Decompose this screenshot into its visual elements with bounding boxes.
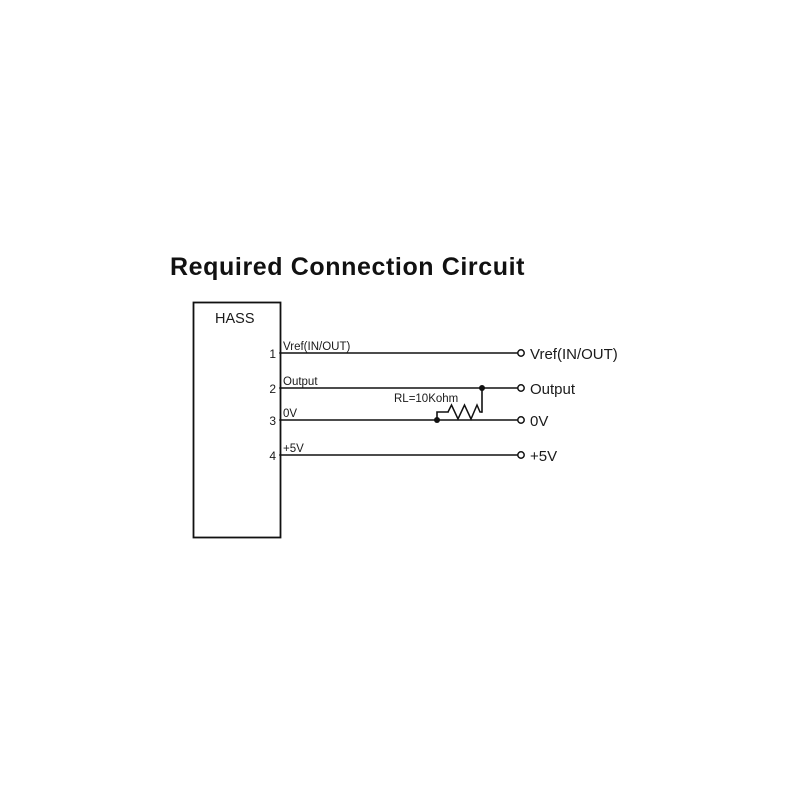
resistor-symbol	[447, 403, 482, 421]
terminal-node-0v	[517, 416, 525, 424]
terminal-label-0v: 0V	[530, 413, 548, 430]
pin-label-4: +5V	[283, 443, 304, 455]
resistor-label: RL=10Kohm	[394, 393, 458, 405]
junction-dot-output	[479, 385, 485, 391]
page-title: Required Connection Circuit	[170, 253, 525, 281]
terminal-node-output	[517, 384, 525, 392]
load-resistor-branch: RL=10Kohm	[394, 385, 485, 423]
junction-dot-0v	[434, 417, 440, 423]
terminal-node-5v	[517, 451, 525, 459]
pin-label-1: Vref(IN/OUT)	[283, 341, 350, 353]
pin-label-3: 0V	[283, 408, 297, 420]
pin-number-3: 3	[269, 414, 276, 428]
device-body-hass	[192, 301, 282, 539]
terminal-label-output: Output	[530, 381, 576, 398]
device-label: HASS	[215, 311, 255, 327]
pin-number-1: 1	[269, 347, 276, 361]
pin-label-2: Output	[283, 376, 318, 388]
pin-number-4: 4	[269, 449, 276, 463]
terminal-label-5v: +5V	[530, 448, 557, 465]
terminal-node-vref	[517, 349, 525, 357]
pin-number-2: 2	[269, 382, 276, 396]
terminal-label-vref: Vref(IN/OUT)	[530, 346, 618, 363]
